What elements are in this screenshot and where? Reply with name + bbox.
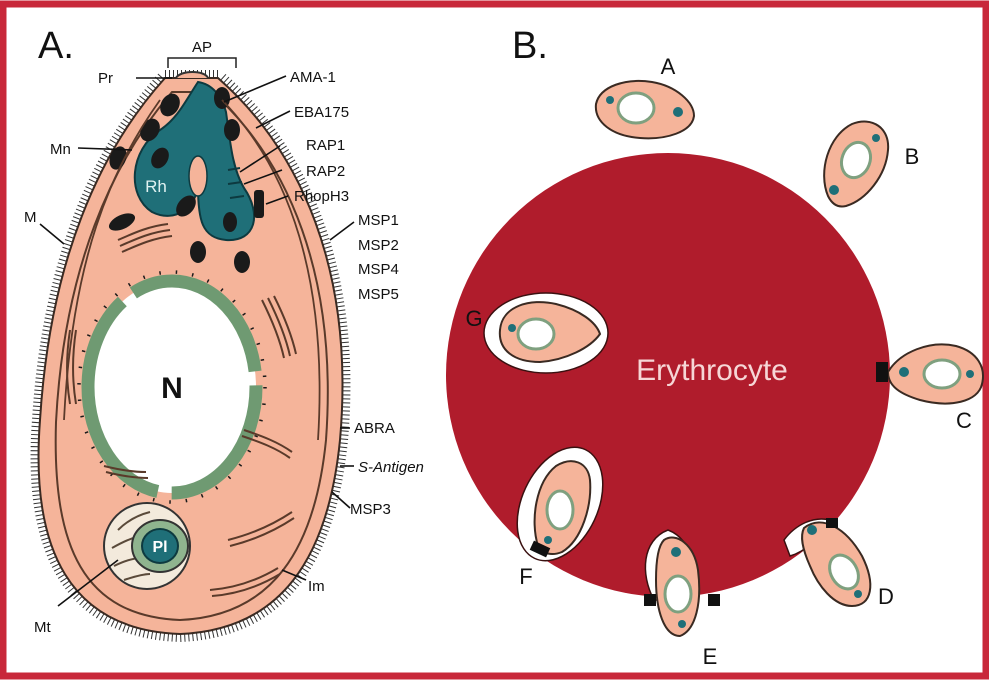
stage-label-c: C: [956, 408, 972, 433]
apical-prominence: [176, 72, 208, 78]
label-ama1: AMA-1: [290, 69, 336, 86]
label-im: Im: [308, 578, 325, 595]
label-msp3: MSP3: [350, 501, 391, 518]
erythrocyte-label: Erythrocyte: [636, 354, 788, 387]
label-santigen: S-Antigen: [358, 459, 424, 476]
label-msp4: MSP4: [358, 261, 399, 278]
panel-a-heading: A.: [38, 25, 74, 67]
stage-label-e: E: [703, 644, 718, 669]
label-abra: ABRA: [354, 420, 395, 437]
label-mn: Mn: [50, 141, 71, 158]
label-rap2: RAP2: [306, 163, 345, 180]
label-ap: AP: [192, 39, 212, 56]
label-msp1: MSP1: [358, 212, 399, 229]
plastid-label: Pl: [152, 539, 167, 556]
stage-label-b: B: [905, 144, 920, 169]
nucleus-label: N: [161, 372, 183, 405]
rhoptry-duct: [189, 156, 207, 196]
stage-g: [484, 293, 608, 373]
label-rhoph3: RhopH3: [294, 188, 349, 205]
stage-label-g: G: [465, 306, 482, 331]
label-rap1: RAP1: [306, 137, 345, 154]
label-m: M: [24, 209, 37, 226]
rhoptry-label: Rh: [145, 177, 167, 196]
stage-label-a: A: [661, 54, 676, 79]
label-eba175: EBA175: [294, 104, 349, 121]
panel-b-heading: B.: [512, 25, 548, 67]
label-msp2: MSP2: [358, 237, 399, 254]
label-msp5: MSP5: [358, 286, 399, 303]
stage-label-d: D: [878, 584, 894, 609]
stage-label-f: F: [519, 564, 532, 589]
mitochondrion-plastid: Pl: [104, 503, 190, 589]
label-mt: Mt: [34, 619, 51, 636]
label-pr: Pr: [98, 70, 113, 87]
